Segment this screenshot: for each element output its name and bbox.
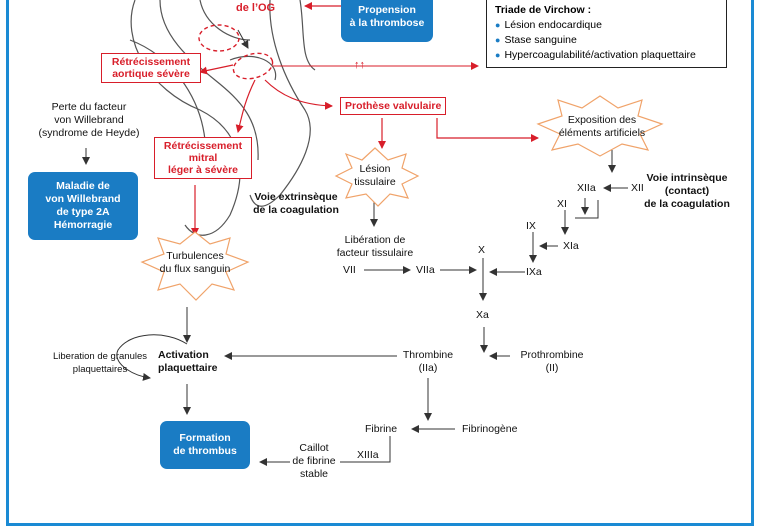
lesion-label: Lésion tissulaire bbox=[354, 163, 396, 188]
virchow-item: Hypercoagulabilité/activation plaquettai… bbox=[495, 48, 718, 63]
factor-XI: XI bbox=[557, 198, 567, 210]
turbulence-starburst bbox=[140, 231, 250, 301]
propensity-box: Propension à la thrombose bbox=[341, 0, 433, 42]
factor-Xa: Xa bbox=[476, 309, 489, 321]
factor-VII: VII bbox=[343, 264, 356, 276]
mitral-stenosis-box: Rétrécissement mitral léger à sévère bbox=[154, 137, 252, 179]
thrombin-label: Thrombine (IIa) bbox=[402, 349, 454, 374]
virchow-item: Stase sanguine bbox=[495, 33, 718, 48]
extrinsic-title: Voie extrinsèque de la coagulation bbox=[253, 191, 339, 216]
vwd-label: Maladie de von Willebrand de type 2A Hém… bbox=[45, 180, 121, 231]
turbulence-label: Turbulences du flux sanguin bbox=[159, 250, 231, 275]
exposure-label: Exposition des éléments artificiels bbox=[558, 114, 646, 139]
propensity-label: Propension à la thrombose bbox=[349, 4, 425, 29]
virchow-title: Triade de Virchow : bbox=[495, 4, 592, 16]
fibrinogen-label: Fibrinogène bbox=[462, 423, 518, 435]
activation-label: Activation plaquettaire bbox=[158, 349, 218, 374]
factor-XIa: XIa bbox=[563, 240, 579, 252]
prosthesis-box: Prothèse valvulaire bbox=[340, 97, 447, 115]
tissue-factor-label: Libération de facteur tissulaire bbox=[336, 234, 414, 259]
intrinsic-title: Voie intrinsèque (contact) de la coagula… bbox=[644, 172, 730, 210]
double-up-arrow: ↑↑ bbox=[354, 59, 365, 71]
virchow-box: Triade de Virchow : Lésion endocardique … bbox=[486, 0, 727, 68]
fibrin-label: Fibrine bbox=[365, 423, 398, 435]
prothrombin-label: Prothrombine (II) bbox=[520, 349, 584, 374]
granules-label: Liberation de granules plaquettaires bbox=[52, 351, 147, 375]
factor-XIIIa: XIIIa bbox=[357, 449, 379, 461]
factor-IXa: IXa bbox=[526, 266, 542, 278]
thrombus-label: Formation de thrombus bbox=[173, 432, 237, 457]
factor-X: X bbox=[478, 244, 486, 256]
factor-VIIa: VIIa bbox=[416, 264, 435, 276]
aortic-stenosis-box: Rétrécissement aortique sévère bbox=[101, 53, 201, 83]
factor-IX: IX bbox=[526, 220, 536, 232]
og-ellipse bbox=[198, 24, 240, 52]
lesion-starburst bbox=[334, 147, 420, 207]
thrombus-box: Formation de thrombus bbox=[160, 421, 250, 469]
stable-clot-label: Caillot de fibrine stable bbox=[292, 442, 336, 480]
factor-XIIa: XIIa bbox=[577, 182, 596, 194]
valve-ellipse bbox=[232, 52, 274, 80]
virchow-item: Lésion endocardique bbox=[495, 18, 718, 33]
factor-XII: XII bbox=[631, 182, 644, 194]
exposure-starburst bbox=[536, 95, 664, 157]
vwf-loss-label: Perte du facteur von Willebrand (syndrom… bbox=[38, 101, 140, 139]
vwd-box: Maladie de von Willebrand de type 2A Hém… bbox=[28, 172, 138, 240]
og-label: de l’OG bbox=[236, 2, 276, 14]
